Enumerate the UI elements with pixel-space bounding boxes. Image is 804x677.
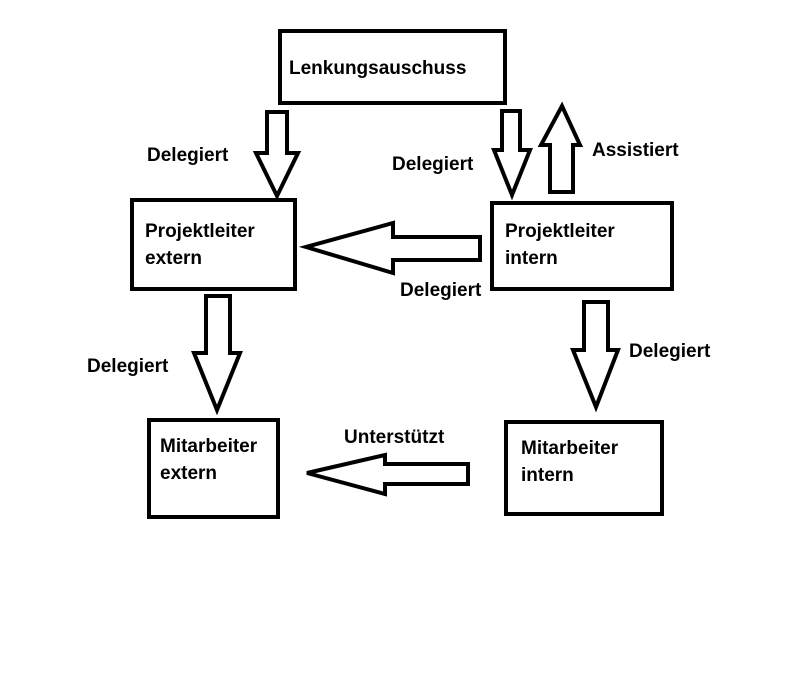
lenkungsausschuss-label: Lenkungsauschuss [289,58,466,79]
arrow-pl-intern-to-lenk [537,101,584,194]
label-pl-intern-to-pl-extern: Delegiert [400,280,482,301]
box-lenkungsausschuss [278,29,507,105]
label-pl-extern-to-ma-extern: Delegiert [87,356,169,377]
label-lenk-to-pl-extern: Delegiert [147,145,229,166]
mitarbeiter-intern-line1: Mitarbeiter [521,438,619,459]
box-mitarbeiter-extern [147,418,280,519]
box-projektleiter-intern [490,201,674,291]
projektleiter-extern-line1: Projektleiter [145,221,255,242]
label-lenk-to-pl-intern: Delegiert [392,154,474,175]
mitarbeiter-intern-line2: intern [521,465,574,486]
arrow-pl-intern-to-pl-extern [298,220,482,276]
box-mitarbeiter-intern [504,420,664,516]
mitarbeiter-extern-line2: extern [160,463,217,484]
arrow-pl-intern-to-ma-intern [570,300,621,413]
box-projektleiter-extern [130,198,297,291]
mitarbeiter-extern-line1: Mitarbeiter [160,436,258,457]
projektleiter-intern-line1: Projektleiter [505,221,615,242]
label-pl-intern-to-ma-intern: Delegiert [629,341,711,362]
label-pl-intern-to-lenk: Assistiert [592,140,679,161]
arrow-lenk-to-pl-extern [252,110,302,201]
arrow-pl-extern-to-ma-extern [191,294,243,416]
arrow-lenk-to-pl-intern [491,109,533,201]
arrow-ma-intern-to-ma-extern [306,452,470,497]
label-ma-intern-to-ma-extern: Unterstützt [344,427,445,448]
projektleiter-extern-line2: extern [145,248,202,269]
projektleiter-intern-line2: intern [505,248,558,269]
